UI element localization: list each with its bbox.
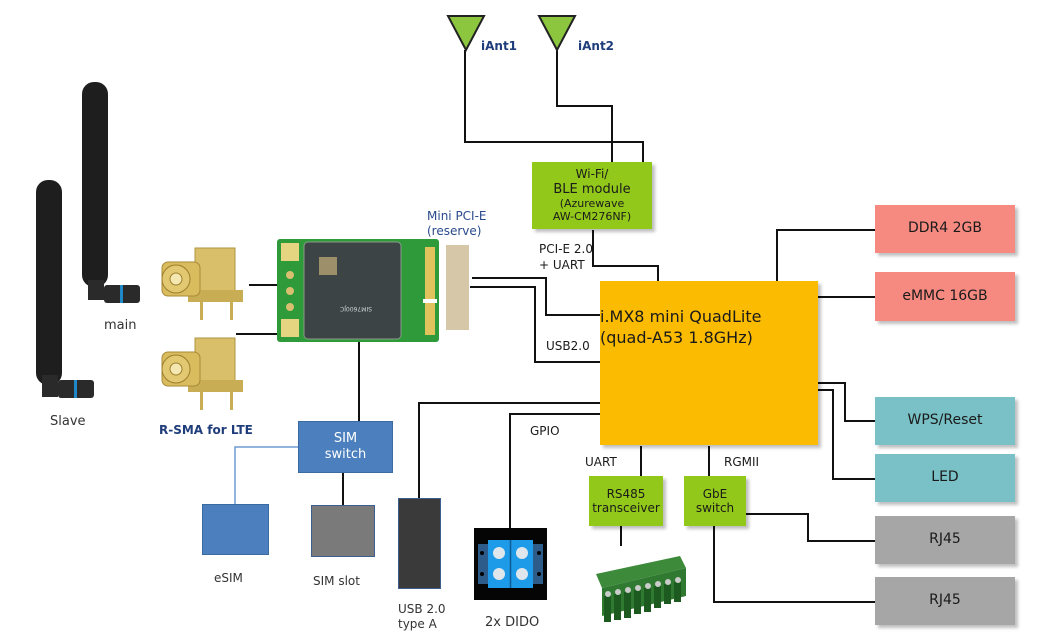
lte-module-card: SIM7600JC: [277, 239, 439, 342]
rj45-block-1: RJ45: [875, 516, 1015, 564]
slave-antenna-label: Slave: [50, 414, 86, 429]
rsma-connector-image: [161, 247, 243, 410]
gbe-line2: switch: [695, 501, 735, 515]
sim-switch-block: SIM switch: [298, 421, 393, 473]
wifi-ble-module: Wi-Fi/ BLE module (Azurewave AW-CM276NF): [532, 162, 652, 229]
rj45-block-2: RJ45: [875, 577, 1015, 625]
sim-slot-label: SIM slot: [313, 574, 360, 588]
rs485-terminal-connector-image: [596, 556, 686, 622]
wire-wifi-cpu: [592, 230, 659, 282]
wire-iant1-wifi: [464, 50, 644, 162]
iant1-label: iAnt1: [481, 39, 518, 53]
sim-slot-block: [311, 505, 375, 557]
esim-block: [202, 504, 269, 555]
wire-simswitch-esim: [234, 446, 298, 504]
wifi-line1: Wi-Fi/: [575, 167, 609, 182]
wire-pcie-cpu-1: [472, 277, 600, 316]
emmc-block: eMMC 16GB: [875, 272, 1015, 321]
minipcie-slot: [446, 245, 469, 330]
usb-port-label-2: type A: [398, 617, 437, 631]
led-block: LED: [875, 454, 1015, 502]
wifi-line2: BLE module: [553, 181, 631, 197]
usb2-bus-label: USB2.0: [546, 339, 590, 353]
sim-switch-line2: switch: [324, 447, 367, 462]
cpu-line2: (quad-A53 1.8GHz): [600, 327, 753, 347]
antenna-icon: [537, 15, 577, 53]
cpu-line1: i.MX8 mini QuadLite: [600, 307, 762, 326]
wire-pcie-cpu-usb: [470, 286, 600, 363]
iant2-label: iAnt2: [578, 39, 615, 53]
wps-reset-block: WPS/Reset: [875, 397, 1015, 445]
wire-gbe-rj45-1: [746, 513, 875, 542]
antenna-icon: [446, 15, 486, 53]
cpu-imx8-mini: i.MX8 mini QuadLite (quad-A53 1.8GHz): [600, 281, 818, 445]
wire-gbe-rj45-2: [713, 525, 875, 603]
wire-cpu-usb: [418, 402, 600, 498]
minipcie-label-2: (reserve): [427, 224, 482, 238]
gbe-switch: GbE switch: [684, 476, 746, 526]
rsma-label: R-SMA for LTE: [159, 423, 253, 437]
lte-antenna-image: [30, 75, 155, 430]
lte-module-model: SIM7600JC: [340, 305, 372, 312]
wire-iant2-wifi: [556, 50, 613, 162]
uart-label: UART: [585, 455, 617, 469]
pcie-uart-label-1: PCI-E 2.0: [539, 242, 593, 256]
wire-cpu-ddr4: [776, 229, 875, 282]
wire-cpu-led: [818, 389, 875, 480]
dido-terminal-image: [474, 528, 547, 600]
usb-port-label-1: USB 2.0: [398, 602, 446, 616]
rs485-transceiver: RS485 transceiver: [589, 476, 663, 526]
sim-switch-line1: SIM: [333, 430, 358, 446]
rs485-line2: transceiver: [592, 501, 660, 515]
usb-type-a-port: [398, 498, 441, 589]
main-antenna-label: main: [104, 318, 137, 333]
wifi-line4: AW-CM276NF): [552, 210, 632, 224]
minipcie-label-1: Mini PCI-E: [427, 209, 487, 223]
gpio-label: GPIO: [530, 424, 560, 438]
wire-cpu-gpio: [509, 413, 600, 528]
rs485-line1: RS485: [606, 486, 646, 501]
wire-cpu-wps: [818, 382, 875, 422]
dido-label: 2x DIDO: [485, 615, 540, 630]
ddr4-block: DDR4 2GB: [875, 205, 1015, 253]
esim-label: eSIM: [214, 571, 243, 585]
gbe-line1: GbE: [702, 486, 728, 501]
rgmii-label: RGMII: [724, 455, 760, 469]
pcie-uart-label-2: + UART: [539, 258, 585, 272]
wifi-line3: (Azurewave: [559, 197, 625, 211]
